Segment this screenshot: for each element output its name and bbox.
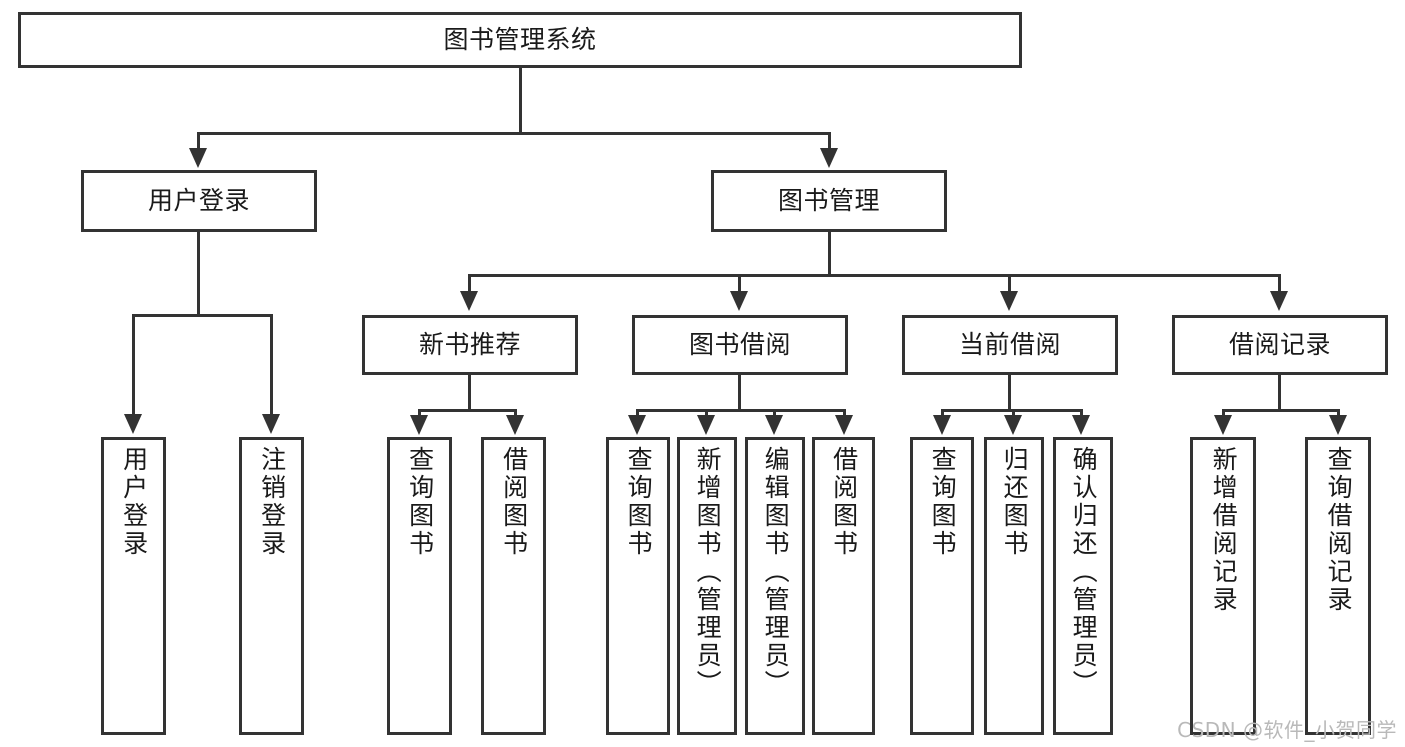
arrow-down-icon bbox=[628, 415, 646, 435]
node-label: 查询图书 bbox=[624, 446, 654, 558]
node-label: 图书管理系统 bbox=[443, 24, 597, 54]
node-label: 查询借阅记录 bbox=[1324, 446, 1354, 614]
leaf-node-query-book-borrow[interactable]: 查询图书 bbox=[606, 437, 670, 735]
node-label: 新增借阅记录 bbox=[1209, 446, 1239, 614]
arrow-down-icon bbox=[262, 414, 280, 434]
connector-to-borrow-record bbox=[1278, 274, 1281, 294]
node-label: 确认归还（管理员） bbox=[1069, 446, 1099, 698]
node-label: 图书借阅 bbox=[688, 329, 791, 359]
node-label: 当前借阅 bbox=[958, 329, 1061, 359]
arrow-down-icon bbox=[1004, 415, 1022, 435]
node-root-book-management-system[interactable]: 图书管理系统 bbox=[18, 12, 1022, 68]
node-new-book-recommend[interactable]: 新书推荐 bbox=[362, 315, 578, 375]
connector-to-leaf bbox=[636, 409, 639, 419]
leaf-node-logout[interactable]: 注销登录 bbox=[239, 437, 304, 735]
node-label: 借阅图书 bbox=[829, 446, 859, 558]
arrow-down-icon bbox=[1329, 415, 1347, 435]
node-label: 借阅图书 bbox=[499, 446, 529, 558]
node-label: 查询图书 bbox=[405, 446, 435, 558]
connector-user-login-stem bbox=[197, 232, 200, 317]
connector-borrow-record-stem bbox=[1278, 375, 1281, 412]
arrow-down-icon bbox=[820, 148, 838, 168]
connector-book-management-bus bbox=[468, 274, 1280, 277]
connector-to-leaf bbox=[843, 409, 846, 419]
arrow-down-icon bbox=[835, 415, 853, 435]
connector-to-new-book-recommend bbox=[468, 274, 471, 294]
connector-root-to-user-login bbox=[197, 132, 200, 152]
connector-root-bus bbox=[197, 132, 831, 135]
connector-new-book-recommend-bus bbox=[418, 409, 517, 412]
arrow-down-icon bbox=[1214, 415, 1232, 435]
leaf-node-query-book-current[interactable]: 查询图书 bbox=[910, 437, 974, 735]
connector-user-login-bus bbox=[132, 314, 273, 317]
connector-to-book-borrow bbox=[738, 274, 741, 294]
connector-current-borrow-stem bbox=[1008, 375, 1011, 412]
arrow-down-icon bbox=[1270, 291, 1288, 311]
connector-to-leaf bbox=[705, 409, 708, 419]
connector-to-leaf-logout bbox=[270, 314, 273, 417]
arrow-down-icon bbox=[1072, 415, 1090, 435]
connector-book-management-stem bbox=[828, 232, 831, 276]
connector-to-leaf bbox=[1222, 409, 1225, 419]
connector-borrow-record-bus bbox=[1222, 409, 1340, 412]
node-label: 新书推荐 bbox=[418, 329, 521, 359]
leaf-node-add-borrow-record[interactable]: 新增借阅记录 bbox=[1190, 437, 1256, 735]
connector-to-leaf bbox=[514, 409, 517, 419]
connector-root-stem bbox=[519, 68, 522, 134]
arrow-down-icon bbox=[933, 415, 951, 435]
connector-to-leaf bbox=[1337, 409, 1340, 419]
node-borrow-record[interactable]: 借阅记录 bbox=[1172, 315, 1388, 375]
node-label: 注销登录 bbox=[257, 446, 287, 558]
watermark-text: CSDN @软件_小贺同学 bbox=[1177, 718, 1397, 742]
arrow-down-icon bbox=[124, 414, 142, 434]
arrow-down-icon bbox=[730, 291, 748, 311]
leaf-node-borrow-book[interactable]: 借阅图书 bbox=[812, 437, 875, 735]
arrow-down-icon bbox=[765, 415, 783, 435]
node-label: 归还图书 bbox=[1000, 446, 1030, 558]
node-book-management[interactable]: 图书管理 bbox=[711, 170, 947, 232]
leaf-node-borrow-book-recommend[interactable]: 借阅图书 bbox=[481, 437, 546, 735]
arrow-down-icon bbox=[1000, 291, 1018, 311]
node-user-login[interactable]: 用户登录 bbox=[81, 170, 317, 232]
node-label: 查询图书 bbox=[928, 446, 958, 558]
connector-to-leaf bbox=[418, 409, 421, 419]
leaf-node-return-book[interactable]: 归还图书 bbox=[984, 437, 1044, 735]
node-label: 图书管理 bbox=[777, 185, 880, 215]
connector-to-leaf bbox=[1080, 409, 1083, 419]
connector-to-leaf bbox=[941, 409, 944, 419]
node-label: 新增图书（管理员） bbox=[693, 446, 723, 698]
connector-root-to-book-management bbox=[828, 132, 831, 152]
connector-new-book-recommend-stem bbox=[468, 375, 471, 412]
node-book-borrow[interactable]: 图书借阅 bbox=[632, 315, 848, 375]
connector-book-borrow-stem bbox=[738, 375, 741, 412]
connector-to-current-borrow bbox=[1008, 274, 1011, 294]
node-label: 编辑图书（管理员） bbox=[761, 446, 791, 698]
leaf-node-edit-book-admin[interactable]: 编辑图书（管理员） bbox=[745, 437, 805, 735]
node-label: 用户登录 bbox=[147, 185, 250, 215]
connector-to-leaf bbox=[1012, 409, 1015, 419]
connector-to-leaf-user-login bbox=[132, 314, 135, 417]
leaf-node-query-borrow-record[interactable]: 查询借阅记录 bbox=[1305, 437, 1371, 735]
leaf-node-query-book-recommend[interactable]: 查询图书 bbox=[387, 437, 452, 735]
arrow-down-icon bbox=[189, 148, 207, 168]
leaf-node-confirm-return-admin[interactable]: 确认归还（管理员） bbox=[1053, 437, 1113, 735]
node-current-borrow[interactable]: 当前借阅 bbox=[902, 315, 1118, 375]
node-label: 借阅记录 bbox=[1228, 329, 1331, 359]
arrow-down-icon bbox=[506, 415, 524, 435]
node-label: 用户登录 bbox=[119, 446, 149, 558]
arrow-down-icon bbox=[697, 415, 715, 435]
arrow-down-icon bbox=[460, 291, 478, 311]
arrow-down-icon bbox=[410, 415, 428, 435]
leaf-node-add-book-admin[interactable]: 新增图书（管理员） bbox=[677, 437, 737, 735]
leaf-node-user-login[interactable]: 用户登录 bbox=[101, 437, 166, 735]
connector-to-leaf bbox=[773, 409, 776, 419]
connector-book-borrow-bus bbox=[636, 409, 846, 412]
